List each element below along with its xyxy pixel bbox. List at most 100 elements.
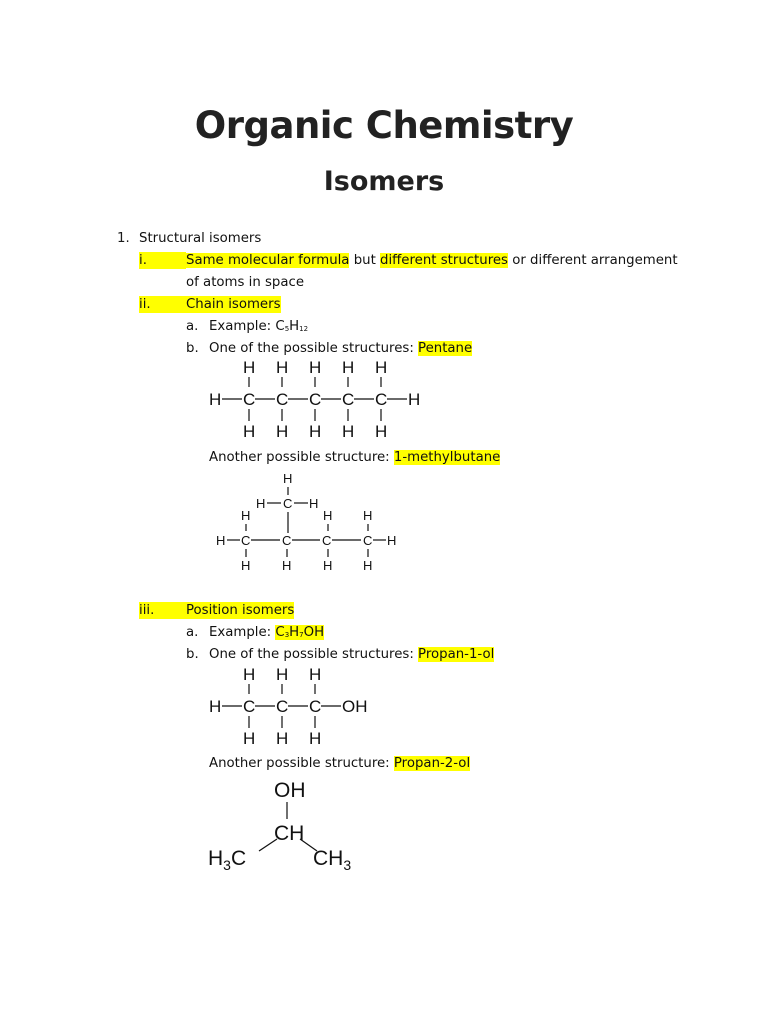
atom-c: C	[322, 533, 331, 548]
atom-h: H	[209, 697, 221, 716]
text-fragment: or different arrangement	[508, 253, 678, 268]
atom-h: H	[387, 533, 396, 548]
atom-c: C	[282, 533, 291, 548]
text-fragment: H	[289, 625, 300, 640]
position-example: Example: C3H7OH	[209, 624, 325, 644]
subscript: 7	[299, 631, 304, 639]
atom-h: H	[309, 665, 321, 684]
text-fragment: Example: C	[209, 319, 285, 334]
highlight-propan-2-ol: Propan-2-ol	[393, 756, 471, 771]
text-fragment: One of the possible structures:	[209, 341, 419, 356]
atom-oh: OH	[342, 697, 368, 716]
subscript: 3	[343, 857, 351, 873]
bonds	[258, 802, 318, 852]
highlight-propan-1-ol: Propan-1-ol	[418, 647, 495, 662]
item-i-text: Same molecular formula but different str…	[186, 252, 678, 269]
subscript: 3	[284, 631, 290, 639]
atom-h: H	[309, 422, 321, 441]
atom-h: H	[309, 496, 318, 511]
highlight-pentane: Pentane	[418, 341, 473, 356]
atom-h: H	[323, 508, 332, 523]
text-fragment: One of the possible structures:	[209, 647, 419, 662]
atom-h: H	[375, 422, 387, 441]
list-marker-b: b.	[186, 647, 199, 662]
bonds	[222, 377, 407, 421]
list-marker-i: i.	[139, 252, 186, 269]
list-marker-a: a.	[186, 319, 199, 334]
atom-h: H	[282, 558, 291, 573]
atom-h: H	[276, 729, 288, 748]
atom-h: H	[323, 558, 332, 573]
list-marker-b: b.	[186, 341, 199, 356]
highlight-c3h7oh: C3H7OH	[275, 625, 325, 640]
atom-c: C	[276, 390, 288, 409]
group-h3c: H3C	[208, 847, 246, 873]
text-fragment: Another possible structure:	[209, 756, 394, 771]
atom-c: C	[309, 697, 321, 716]
atom-h: H	[309, 358, 321, 377]
atom-h: H	[241, 558, 250, 573]
position-structure-line: One of the possible structures: Propan-1…	[209, 646, 495, 663]
bonds	[222, 684, 341, 728]
atom-h: H	[241, 508, 250, 523]
heading-chain-isomers: Chain isomers	[186, 296, 281, 313]
subscript: 12	[299, 325, 309, 333]
atom-c: C	[283, 496, 292, 511]
section-heading-structural: Structural isomers	[139, 231, 262, 246]
atom-c: C	[363, 533, 372, 548]
text-fragment: C	[231, 847, 246, 870]
list-marker-ii: ii.	[139, 296, 186, 313]
atom-h: H	[283, 471, 292, 486]
text-fragment: H	[208, 847, 223, 870]
highlight-methylbutane: 1-methylbutane	[393, 450, 501, 465]
atom-h: H	[243, 358, 255, 377]
atom-h: H	[256, 496, 265, 511]
atom-h: H	[375, 358, 387, 377]
pentane-structure: H H H H H H C C C C C H H H H H H	[209, 358, 420, 441]
atom-h: H	[243, 729, 255, 748]
text-fragment: but	[349, 253, 381, 268]
atom-c: C	[243, 390, 255, 409]
text-fragment: CH	[313, 847, 343, 870]
text-fragment: Another possible structure:	[209, 450, 394, 465]
atom-c: C	[375, 390, 387, 409]
atom-c: C	[276, 697, 288, 716]
another-structure-line-2: Another possible structure: Propan-2-ol	[209, 755, 471, 772]
atom-oh: OH	[274, 779, 306, 802]
heading-position-isomers: Position isomers	[186, 602, 295, 619]
atom-h: H	[216, 533, 225, 548]
propan-1-ol-structure: H H H H C C C OH H H H	[209, 665, 368, 748]
bonds	[227, 487, 386, 557]
atom-h: H	[363, 508, 372, 523]
atom-h: H	[243, 422, 255, 441]
atom-c: C	[309, 390, 321, 409]
another-structure-line-1: Another possible structure: 1-methylbuta…	[209, 449, 501, 466]
text-fragment: OH	[303, 625, 325, 640]
atom-h: H	[209, 390, 221, 409]
chain-structure-line: One of the possible structures: Pentane	[209, 340, 473, 357]
list-marker-iii: iii.	[139, 602, 186, 619]
text-fragment: Example:	[209, 625, 276, 640]
text-fragment: H	[289, 319, 300, 334]
atom-h: H	[243, 665, 255, 684]
atom-c: C	[241, 533, 250, 548]
chain-example: Example: C5H12	[209, 318, 308, 338]
atom-h: H	[309, 729, 321, 748]
atom-h: H	[276, 665, 288, 684]
atom-ch: CH	[274, 822, 304, 845]
subscript: 5	[284, 325, 290, 333]
atom-h: H	[363, 558, 372, 573]
list-marker-a: a.	[186, 625, 199, 640]
atom-h: H	[408, 390, 420, 409]
atom-c: C	[243, 697, 255, 716]
propan-2-ol-structure: OH CH H3C CH3	[208, 779, 351, 873]
atom-c: C	[342, 390, 354, 409]
page-subtitle: Isomers	[323, 166, 445, 197]
highlight-different-structures: different structures	[380, 253, 508, 268]
atom-h: H	[342, 422, 354, 441]
atom-h: H	[276, 358, 288, 377]
page-title: Organic Chemistry	[194, 104, 574, 147]
methylbutane-structure: H H C H H H H H C C C C H H H H H	[216, 471, 396, 573]
subscript: 3	[223, 857, 231, 873]
